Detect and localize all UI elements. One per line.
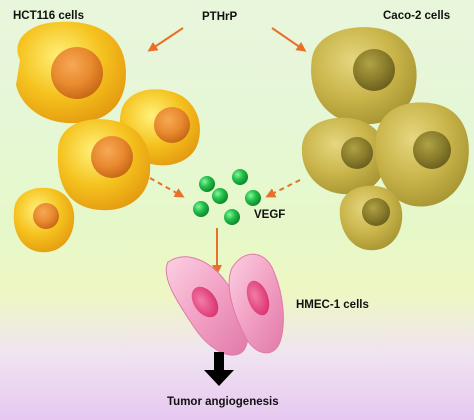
caco2-cell-icon — [339, 185, 403, 251]
hct116-cell-icon — [13, 187, 75, 253]
pthrp-to-hct116-arrow — [147, 27, 184, 52]
hct116-label: HCT116 cells — [13, 10, 84, 22]
pthrp-to-caco2-arrow — [271, 27, 307, 52]
vegf-label: VEGF — [254, 209, 286, 221]
caco2-to-vegf-arrow — [265, 179, 301, 198]
hmec1-label: HMEC-1 cells — [296, 299, 369, 311]
outcome-label: Tumor angiogenesis — [167, 396, 279, 408]
vegf-molecule-icon — [193, 169, 261, 225]
hct116-to-vegf-arrow — [149, 177, 185, 198]
pthrp-label: PTHrP — [202, 11, 238, 23]
caco2-cell-icon — [311, 27, 417, 125]
caco2-cell-icon — [375, 102, 469, 207]
down-arrow-icon — [204, 352, 234, 386]
caco2-cell-icon — [301, 117, 387, 195]
hmec1-cell-icon — [228, 253, 284, 354]
hmec1-cell-icon — [165, 256, 249, 356]
hct116-cell-icon — [16, 21, 126, 124]
hct116-cell-icon — [57, 119, 151, 211]
caco2-label: Caco-2 cells — [383, 10, 451, 22]
